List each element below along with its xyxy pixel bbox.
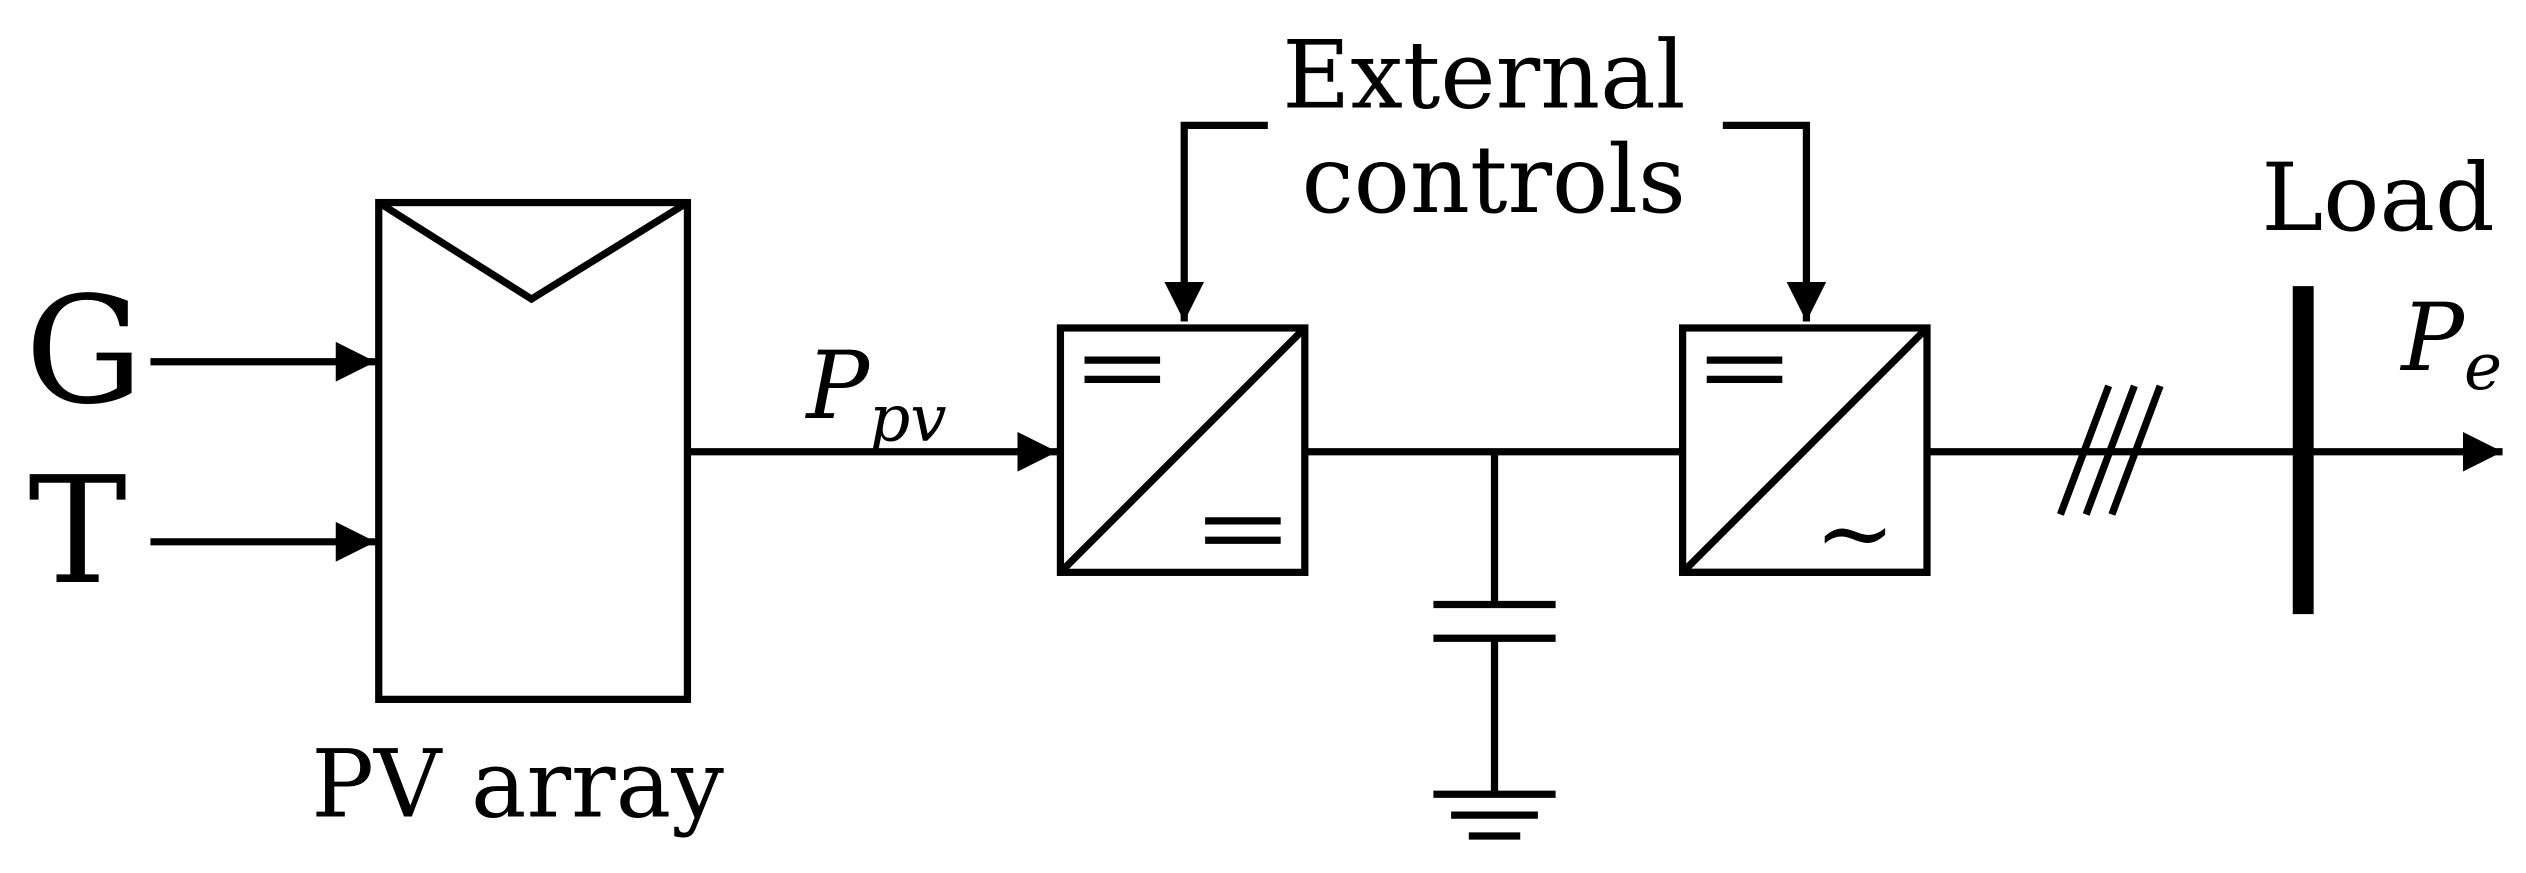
load-label: Load (2261, 143, 2494, 252)
external-controls-line2: controls (1302, 125, 1686, 234)
output-power-label: Pe (2399, 283, 2502, 405)
pv-array-block (375, 198, 692, 703)
control-arrow-dcdc (1164, 121, 1268, 322)
pv-power-label: Ppv (804, 331, 946, 457)
external-controls-line1: External (1282, 21, 1685, 130)
control-arrow-dcac (1722, 121, 1827, 322)
pv-power-symbol: P (804, 331, 871, 440)
dc-link-capacitor (1433, 451, 1556, 795)
three-phase-marks (2057, 384, 2164, 516)
pv-array-label: PV array (311, 730, 724, 839)
irradiance-input-label: G (25, 265, 143, 437)
output-power-subscript: e (2464, 330, 2502, 405)
pv-power-subscript: pv (869, 382, 946, 457)
dcdc-converter (1056, 324, 1309, 576)
ground-icon (1433, 790, 1556, 840)
output-power-symbol: P (2399, 283, 2466, 392)
temperature-input-label: T (28, 445, 127, 617)
ac-symbol-icon: ~ (1814, 476, 1895, 589)
